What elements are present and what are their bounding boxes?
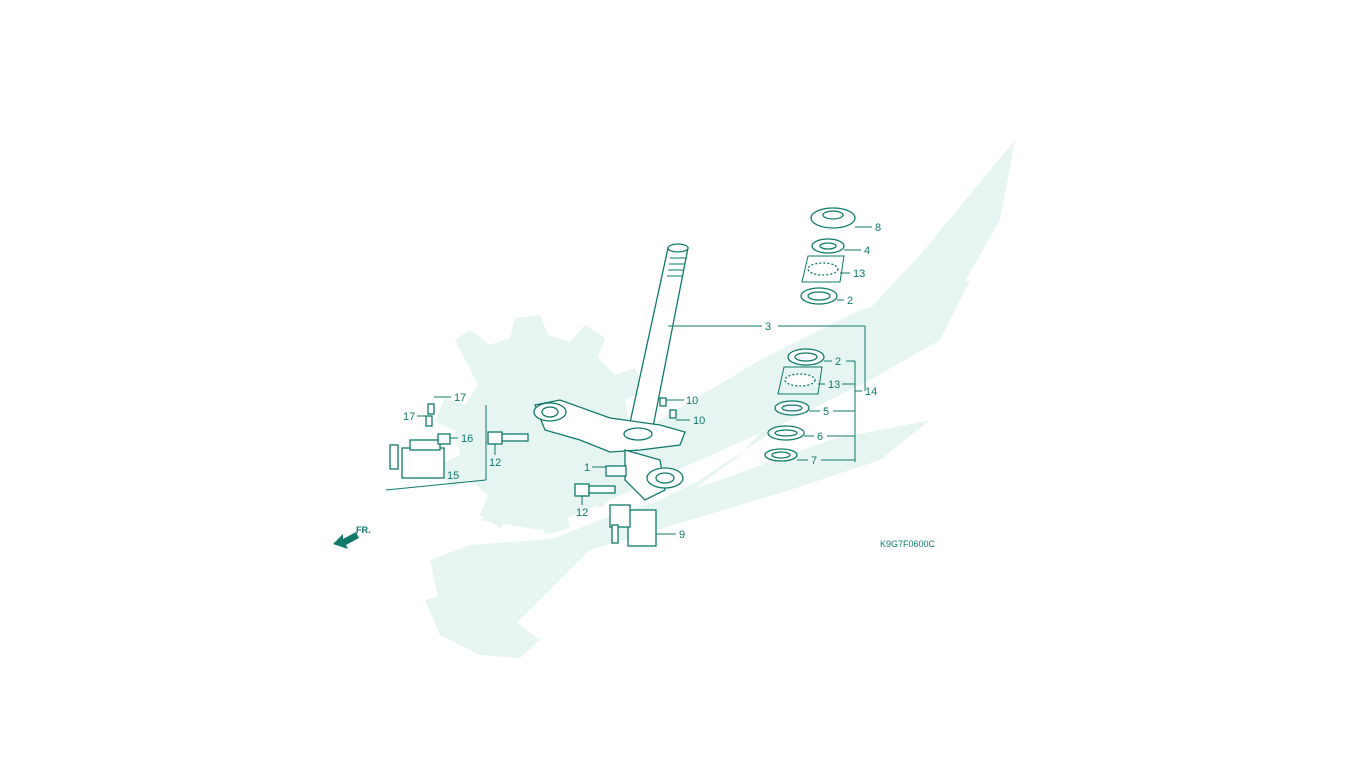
callout-10-upper: 10 <box>686 395 698 407</box>
diagram-code: K9G7F0600C <box>880 539 936 549</box>
bolt-lower <box>574 483 616 497</box>
callout-5: 5 <box>823 406 829 418</box>
callout-17-lower: 17 <box>403 411 415 423</box>
front-arrow-icon <box>333 532 359 549</box>
callout-6: 6 <box>817 431 823 443</box>
callout-10-lower: 10 <box>693 415 705 427</box>
callout-1: 1 <box>584 462 590 474</box>
lock-set <box>385 403 487 491</box>
callout-3: 3 <box>765 321 771 333</box>
steering-stem <box>533 243 689 501</box>
callout-12-lower: 12 <box>576 507 588 519</box>
lower-bearing-stack <box>764 348 825 462</box>
callout-14: 14 <box>865 386 877 398</box>
callout-8: 8 <box>875 222 881 234</box>
callout-13-lower: 13 <box>828 379 840 391</box>
watermark-logo <box>425 140 1015 658</box>
upper-bearing-stack <box>800 207 856 305</box>
callout-13-upper: 13 <box>853 268 865 280</box>
screw-10 <box>659 397 677 419</box>
ignition-switch <box>605 465 657 547</box>
callout-2-upper: 2 <box>847 295 853 307</box>
callout-7: 7 <box>811 455 817 467</box>
front-label: FR. <box>356 525 371 535</box>
callout-17-upper: 17 <box>454 392 466 404</box>
leader-lines <box>417 226 872 535</box>
callout-12-upper: 12 <box>489 457 501 469</box>
callout-2-lower: 2 <box>835 356 841 368</box>
callout-9: 9 <box>679 529 685 541</box>
callout-15: 15 <box>447 470 459 482</box>
callout-4: 4 <box>864 245 870 257</box>
callout-16: 16 <box>461 433 473 445</box>
